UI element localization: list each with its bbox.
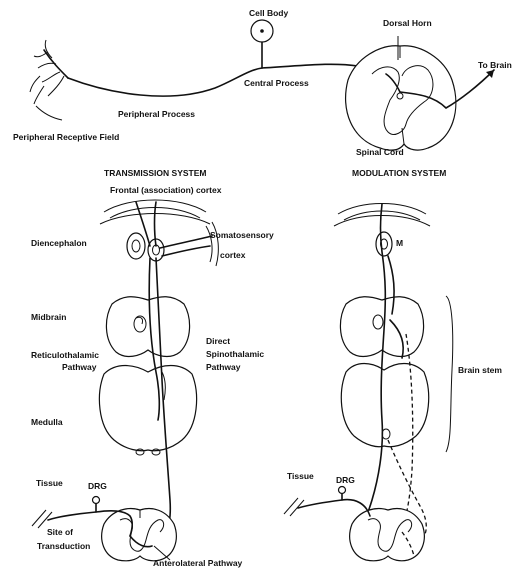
label-to-brain: To Brain (478, 60, 512, 70)
label-anterolateral-pathway: Anterolateral Pathway (153, 558, 243, 568)
drg-left-ganglion (93, 497, 100, 504)
modulation-nucleus-oval (376, 232, 392, 256)
label-spinothalamic-line2: Pathway (206, 362, 241, 372)
label-cell-body: Cell Body (249, 8, 288, 18)
label-tissue-right: Tissue (287, 471, 314, 481)
label-peripheral-process: Peripheral Process (118, 109, 195, 119)
label-spinal-cord: Spinal Cord (356, 147, 404, 157)
label-medulla: Medulla (31, 417, 63, 427)
drg-right-ganglion (339, 487, 346, 494)
spinal-cord-section-left (102, 509, 177, 561)
brain-stem-bracket (446, 296, 453, 452)
afferent-fiber-right (298, 500, 370, 516)
label-somatosensory-line1: Somatosensory (210, 230, 274, 240)
label-site-of-line1: Site of (47, 527, 73, 537)
medulla-section-right (341, 364, 428, 447)
label-transmission-system: TRANSMISSION SYSTEM (104, 168, 206, 178)
peripheral-receptive-field-endings (30, 40, 68, 120)
modulation-system-panel (284, 204, 453, 561)
label-frontal-cortex: Frontal (association) cortex (110, 185, 222, 195)
label-spinothalamic-line1: Spinothalamic (206, 349, 264, 359)
thalamus-left-oval (127, 233, 145, 259)
peripheral-process-fiber (68, 68, 262, 96)
label-direct: Direct (206, 336, 230, 346)
label-tissue-left: Tissue (36, 478, 63, 488)
label-site-of-line2: Transduction (37, 541, 90, 551)
label-central-process: Central Process (244, 78, 309, 88)
transmission-system-panel (32, 200, 218, 561)
spinal-cord-section (346, 46, 456, 150)
label-modulation-system: MODULATION SYSTEM (352, 168, 446, 178)
label-reticulothalamic-line2: Pathway (62, 362, 97, 372)
label-somatosensory-line2: cortex (220, 250, 246, 260)
label-m-marker: M (396, 238, 403, 248)
label-brain-stem: Brain stem (458, 365, 502, 375)
label-midbrain: Midbrain (31, 312, 66, 322)
medulla-section-left (99, 366, 196, 451)
midbrain-section-left (106, 297, 189, 357)
label-diencephalon: Diencephalon (31, 238, 87, 248)
label-peripheral-receptive-field: Peripheral Receptive Field (13, 132, 119, 142)
label-reticulothalamic-line1: Reticulothalamic (31, 350, 99, 360)
label-dorsal-horn: Dorsal Horn (383, 18, 432, 28)
label-drg-left: DRG (88, 481, 107, 491)
label-drg-right: DRG (336, 475, 355, 485)
